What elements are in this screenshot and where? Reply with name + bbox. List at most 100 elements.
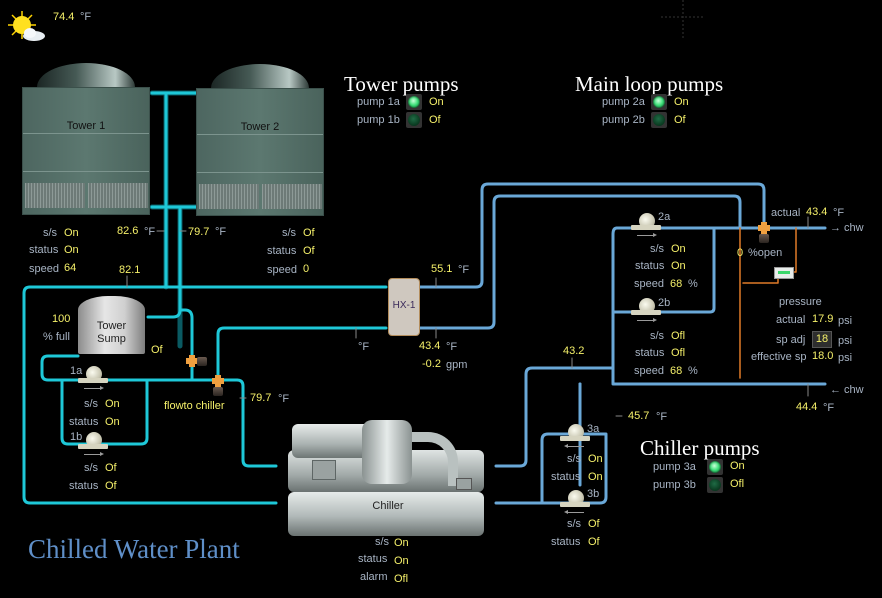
psi-unit: psi — [838, 352, 853, 364]
sump-level-value: 100 — [52, 313, 71, 325]
pump-3a-label: pump 3a — [653, 461, 696, 473]
tower-pumps-title: Tower pumps — [344, 72, 459, 96]
pump-1b-ss-label: s/s — [84, 462, 99, 474]
pump-1b-ss-value[interactable]: Of — [105, 462, 117, 474]
pump-2a-label: pump 2a — [602, 96, 645, 108]
pump-2b-label: pump 2b — [602, 114, 645, 126]
sensor-ticks — [126, 216, 809, 417]
psi-unit: psi — [838, 315, 853, 327]
valve-actuator-icon — [197, 357, 207, 366]
pump-2a-ss-label: s/s — [650, 243, 665, 255]
pump-1b-status-lamp — [406, 112, 422, 128]
bypass-valve-icon[interactable] — [758, 222, 770, 234]
pump-3b-tag: 3b — [587, 488, 600, 500]
temp-unit: °F — [656, 411, 668, 423]
pump-2a-status[interactable]: On — [674, 96, 689, 108]
chiller-alarm-value: Ofl — [394, 573, 409, 585]
pump-3a-icon[interactable] — [560, 424, 590, 448]
tower-2[interactable]: Tower 2 — [196, 64, 324, 216]
pump-2a-status-value: On — [671, 260, 686, 272]
pump-3b-icon[interactable] — [560, 490, 590, 514]
tower-2-ss-value[interactable]: Of — [303, 227, 315, 239]
tower-1-speed-label: speed — [29, 263, 59, 275]
pressure-effective-sp-value: 18.0 — [812, 350, 834, 362]
tower-1-speed-value[interactable]: 64 — [64, 262, 77, 274]
chw-return-temp: 44.4 — [796, 401, 818, 413]
outside-temperature-unit: °F — [80, 11, 92, 23]
pump-3a-status[interactable]: On — [730, 460, 745, 472]
condenser-water-pipes — [149, 90, 199, 349]
pressure-sp-adj-label: sp adj — [776, 334, 806, 346]
tower-2-leaving-temp: 79.7 — [188, 226, 210, 238]
pump-3b-status-lamp — [707, 477, 723, 493]
pump-3a-status-lamp — [707, 459, 723, 475]
speed-unit: % — [688, 365, 698, 377]
pump-1b-status[interactable]: Of — [429, 114, 441, 126]
chw-supply-label: → chw — [830, 222, 864, 234]
control-panel-icon — [312, 460, 336, 480]
tower-1[interactable]: Tower 1 — [22, 63, 150, 215]
hx-chw-out-temp: 55.1 — [431, 263, 453, 275]
flow-to-chiller-valve-icon[interactable] — [212, 375, 224, 387]
pump-3a-ss-value[interactable]: On — [588, 453, 603, 465]
hx-cw-temp-unit: °F — [358, 341, 370, 353]
pump-2b-status-lamp — [651, 112, 667, 128]
condenser-supply-temp: 79.7 — [250, 392, 272, 404]
pressure-actual-label: actual — [776, 314, 806, 326]
bypass-open-value[interactable]: 0 — [737, 247, 744, 259]
pump-3b-status[interactable]: Ofl — [730, 478, 745, 490]
pressure-sp-adj-input[interactable]: 18 — [812, 331, 832, 348]
pump-1a-icon[interactable] — [78, 366, 108, 390]
temp-unit: °F — [458, 264, 470, 276]
outside-temperature: 74.4 — [53, 11, 75, 23]
sun-cloud-icon — [6, 9, 46, 45]
hx-name: HX-1 — [392, 300, 416, 311]
chw-supply-actual-label: actual — [771, 207, 801, 219]
pump-2a-ss-value[interactable]: On — [671, 243, 686, 255]
heat-exchanger-hx1[interactable]: HX-1 — [388, 278, 420, 336]
temp-unit: °F — [215, 226, 227, 238]
pump-2a-speed-label: speed — [634, 278, 664, 290]
pump-2b-status[interactable]: Of — [674, 114, 686, 126]
pump-1a-status[interactable]: On — [429, 96, 444, 108]
sump-makeup-valve-icon[interactable] — [186, 355, 198, 367]
pump-1a-ss-label: s/s — [84, 398, 99, 410]
pressure-actual-value: 17.9 — [812, 313, 834, 325]
evap-leaving-temp: 43.2 — [563, 345, 585, 357]
pump-2a-status-lamp — [651, 94, 667, 110]
chiller-ss-label: s/s — [375, 536, 390, 548]
chiller[interactable]: Chiller — [284, 420, 492, 540]
condenser-header-temp: 82.1 — [119, 264, 141, 276]
pump-2b-icon[interactable] — [631, 298, 661, 322]
pressure-title: pressure — [779, 296, 822, 308]
pump-2a-speed-value[interactable]: 68 — [670, 278, 683, 290]
pump-1b-status-label: status — [69, 480, 99, 492]
pump-3b-label: pump 3b — [653, 479, 696, 491]
temp-unit: °F — [446, 341, 458, 353]
tower-2-speed-value[interactable]: 0 — [303, 263, 310, 275]
hx-chw-in-temp: 43.4 — [419, 340, 441, 352]
pump-3b-ss-value[interactable]: Of — [588, 518, 600, 530]
pump-1b-icon[interactable] — [78, 432, 108, 456]
pump-2a-icon[interactable] — [631, 213, 661, 237]
pump-3a-tag: 3a — [587, 423, 600, 435]
pump-3a-status-value: On — [588, 471, 603, 483]
valve-actuator-icon — [213, 387, 223, 396]
pump-1b-label: pump 1b — [357, 114, 400, 126]
pump-2b-speed-value[interactable]: 68 — [670, 365, 683, 377]
pump-3b-status-value: Of — [588, 536, 600, 548]
flow-to-chiller-label: flowto chiller — [164, 400, 225, 412]
sump-valve-state[interactable]: Of — [151, 344, 163, 356]
temp-unit: °F — [144, 226, 156, 238]
pump-1a-ss-value[interactable]: On — [105, 398, 120, 410]
pump-1a-tag: 1a — [70, 365, 83, 377]
pump-2b-ss-value[interactable]: Ofl — [671, 330, 686, 342]
tower-2-ss-label: s/s — [282, 227, 297, 239]
pump-3a-ss-label: s/s — [567, 453, 582, 465]
tower-1-ss-value[interactable]: On — [64, 227, 79, 239]
pump-1a-status-lamp — [406, 94, 422, 110]
display-icon — [456, 478, 472, 490]
chiller-pumps-title: Chiller pumps — [640, 436, 760, 460]
chiller-ss-value[interactable]: On — [394, 537, 409, 549]
